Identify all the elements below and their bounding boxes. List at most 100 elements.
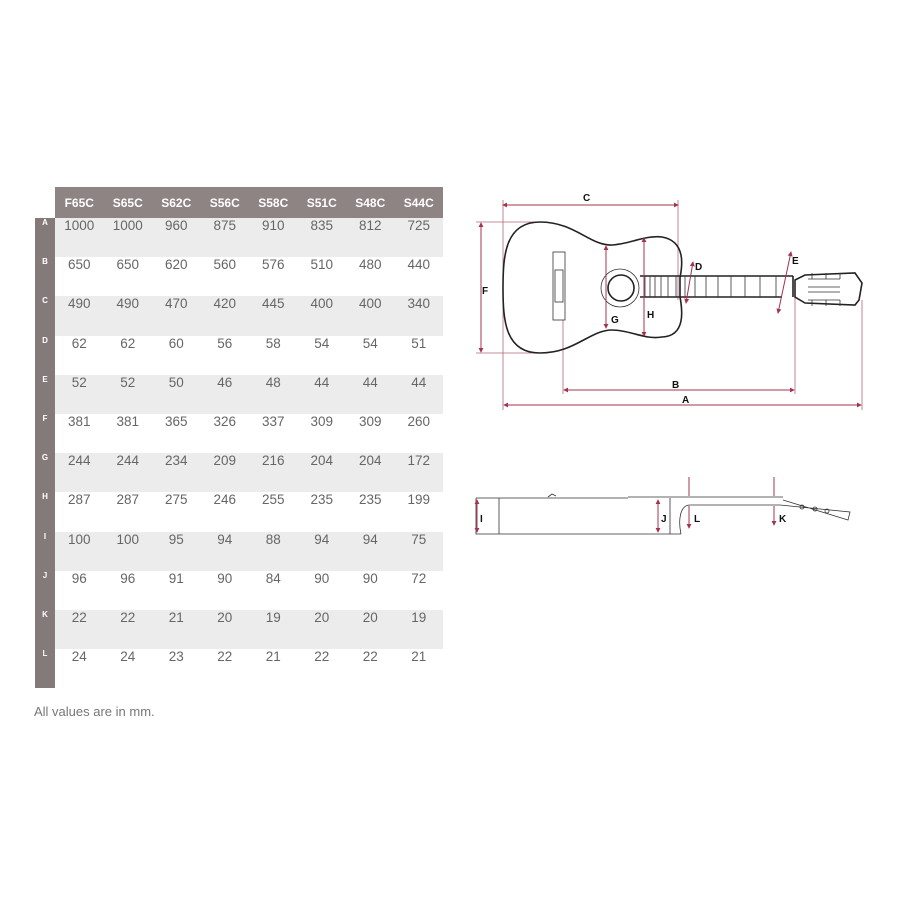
table-cell: 58	[265, 335, 281, 351]
table-cell: 48	[249, 374, 298, 414]
table-cell: 470	[152, 296, 201, 336]
table-cell: 960	[152, 218, 201, 258]
table-cell: 420	[200, 296, 249, 336]
table-cell: 22	[217, 649, 233, 665]
table-cell: 60	[168, 335, 184, 351]
label-j: J	[661, 514, 667, 525]
table-cell: 480	[358, 257, 382, 273]
table-cell: 560	[213, 257, 237, 273]
row-label: B	[35, 257, 55, 297]
bridge	[552, 251, 566, 321]
table-cell: 24	[120, 649, 136, 665]
table-cell: 365	[164, 413, 188, 429]
table-cell: 22	[314, 649, 330, 665]
row-label: I	[35, 531, 55, 571]
table-cell: 260	[407, 413, 431, 429]
label-a: A	[682, 395, 689, 406]
table-cell: 91	[168, 570, 184, 586]
label-i: I	[480, 514, 483, 525]
column-header-s56c: S56C	[200, 187, 249, 218]
row-label: J	[35, 570, 55, 610]
column-header-s65c: S65C	[103, 187, 152, 218]
row-label: F	[35, 413, 55, 454]
table-cell: 235	[310, 492, 334, 508]
row-label: D	[35, 335, 55, 375]
label-d: D	[695, 262, 702, 273]
row-label: C	[35, 296, 55, 336]
table-cell: 620	[164, 257, 188, 273]
table-cell: 100	[55, 531, 104, 571]
table-cell: 52	[55, 374, 104, 414]
table-cell: 204	[297, 453, 346, 493]
row-label: E	[35, 374, 55, 414]
table-cell: 650	[67, 257, 91, 273]
table-cell: 287	[67, 492, 91, 508]
table-cell: 510	[310, 257, 334, 273]
table-cell: 246	[213, 492, 237, 508]
table-cell: 309	[310, 413, 334, 429]
table-cell: 209	[200, 453, 249, 493]
table-cell: 54	[314, 335, 330, 351]
rosette	[600, 268, 640, 308]
table-cell: 381	[67, 413, 91, 429]
row-label: H	[35, 492, 55, 532]
table-cell: 84	[265, 570, 281, 586]
column-header-s58c: S58C	[249, 187, 298, 218]
table-cell: 22	[55, 609, 104, 650]
header-corner	[35, 187, 55, 218]
label-g: G	[611, 315, 619, 326]
table-cell: 275	[164, 492, 188, 508]
table-cell: 650	[116, 257, 140, 273]
table-cell: 94	[200, 531, 249, 571]
row-label: G	[35, 453, 55, 493]
table-cell: 445	[249, 296, 298, 336]
table-cell: 20	[346, 609, 395, 650]
column-header-s62c: S62C	[152, 187, 201, 218]
table-cell: 19	[394, 609, 443, 650]
column-header-f65c: F65C	[55, 187, 104, 218]
table-cell: 400	[297, 296, 346, 336]
label-f: F	[482, 286, 488, 297]
table-cell: 46	[200, 374, 249, 414]
dim-line-d	[684, 261, 695, 304]
table-cell: 235	[358, 492, 382, 508]
table-cell: 20	[200, 609, 249, 650]
table-cell: 90	[314, 570, 330, 586]
label-c: C	[583, 193, 590, 204]
column-header-s44c: S44C	[394, 187, 443, 218]
table-cell: 90	[217, 570, 233, 586]
column-header-s48c: S48C	[346, 187, 395, 218]
guitar-body-outline	[502, 221, 683, 354]
guitar-side-view: I J L K	[474, 477, 851, 535]
label-k: K	[779, 514, 787, 525]
table-cell: 96	[71, 570, 87, 586]
row-label: A	[35, 218, 55, 258]
table-cell: 24	[71, 649, 87, 665]
label-e: E	[792, 256, 799, 267]
column-header-s51c: S51C	[297, 187, 346, 218]
guitar-top-view: C F D E G H B A	[476, 193, 863, 410]
table-cell: 287	[116, 492, 140, 508]
table-cell: 94	[346, 531, 395, 571]
table-cell: 22	[103, 609, 152, 650]
table-cell: 88	[249, 531, 298, 571]
table-cell: 20	[297, 609, 346, 650]
table-cell: 440	[407, 257, 431, 273]
table-cell: 62	[120, 335, 136, 351]
table-cell: 1000	[55, 218, 104, 258]
dim-line-e	[776, 251, 793, 314]
label-l: L	[694, 514, 700, 525]
table-cell: 234	[152, 453, 201, 493]
table-cell: 255	[261, 492, 285, 508]
label-b: B	[672, 380, 679, 391]
table-cell: 95	[152, 531, 201, 571]
